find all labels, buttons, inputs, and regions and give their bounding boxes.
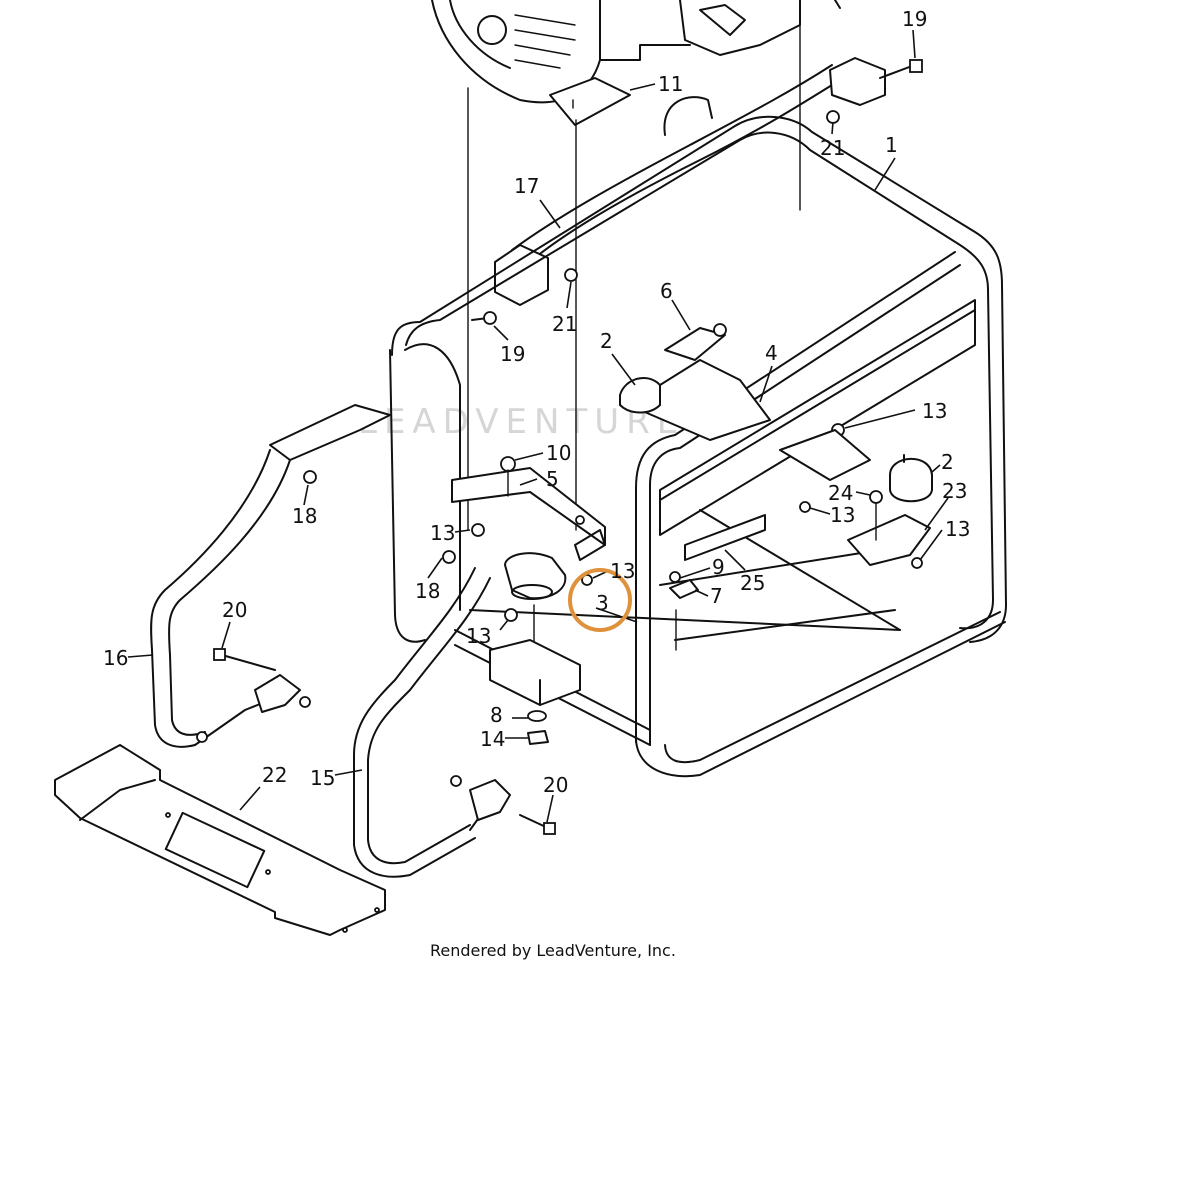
- callout-18b[interactable]: 18: [415, 579, 440, 603]
- highlight-circle: [568, 568, 632, 632]
- center-block: [489, 639, 581, 745]
- callout-17[interactable]: 17: [514, 174, 539, 198]
- alignment-lines: [467, 9, 801, 661]
- callout-13b[interactable]: 13: [430, 521, 455, 545]
- callout-24[interactable]: 24: [828, 481, 853, 505]
- callout-21b[interactable]: 21: [552, 312, 577, 336]
- rear-mount: [619, 323, 771, 441]
- callout-19a[interactable]: 19: [902, 7, 927, 31]
- callout-21a[interactable]: 21: [820, 136, 845, 160]
- callout-7[interactable]: 7: [710, 584, 723, 608]
- callout-13c[interactable]: 13: [466, 624, 491, 648]
- callout-5[interactable]: 5: [546, 467, 559, 491]
- callout-4[interactable]: 4: [765, 341, 778, 365]
- render-credit: Rendered by LeadVenture, Inc.: [430, 941, 676, 960]
- callout-20b[interactable]: 20: [543, 773, 568, 797]
- callout-20a[interactable]: 20: [222, 598, 247, 622]
- callout-16[interactable]: 16: [103, 646, 128, 670]
- callout-15[interactable]: 15: [310, 766, 335, 790]
- side-handle-16: [150, 404, 391, 748]
- callout-6[interactable]: 6: [660, 279, 673, 303]
- callout-14[interactable]: 14: [480, 727, 505, 751]
- callout-10[interactable]: 10: [546, 441, 571, 465]
- callout-3[interactable]: 3: [596, 591, 609, 615]
- callout-19b[interactable]: 19: [500, 342, 525, 366]
- clip-7: [669, 571, 699, 599]
- callout-11[interactable]: 11: [658, 72, 683, 96]
- callout-22[interactable]: 22: [262, 763, 287, 787]
- main-frame: [389, 115, 1007, 778]
- callout-13d[interactable]: 13: [610, 559, 635, 583]
- lifting-handle: [471, 57, 923, 325]
- callout-2b[interactable]: 2: [941, 450, 954, 474]
- skid-plate-22: [54, 744, 386, 936]
- callout-13f[interactable]: 13: [945, 517, 970, 541]
- callout-8[interactable]: 8: [490, 703, 503, 727]
- mount-bracket-5: [451, 456, 606, 561]
- callouts[interactable]: 1 2 2 3 4 5 6 7 8 9 10 11 13 13 13 13 13…: [103, 7, 970, 797]
- callout-2a[interactable]: 2: [600, 329, 613, 353]
- callout-9[interactable]: 9: [712, 555, 725, 579]
- callout-13e[interactable]: 13: [830, 503, 855, 527]
- callout-25[interactable]: 25: [740, 571, 765, 595]
- callout-23[interactable]: 23: [942, 479, 967, 503]
- engine-assembly: [431, 0, 841, 126]
- right-mount: [779, 423, 933, 569]
- leader-lines: [127, 29, 949, 823]
- cross-bar-25: [684, 514, 766, 561]
- rubber-mount-3: [504, 552, 593, 622]
- callout-18a[interactable]: 18: [292, 504, 317, 528]
- callout-1[interactable]: 1: [885, 133, 898, 157]
- callout-13a[interactable]: 13: [922, 399, 947, 423]
- side-handle-15: [353, 550, 556, 878]
